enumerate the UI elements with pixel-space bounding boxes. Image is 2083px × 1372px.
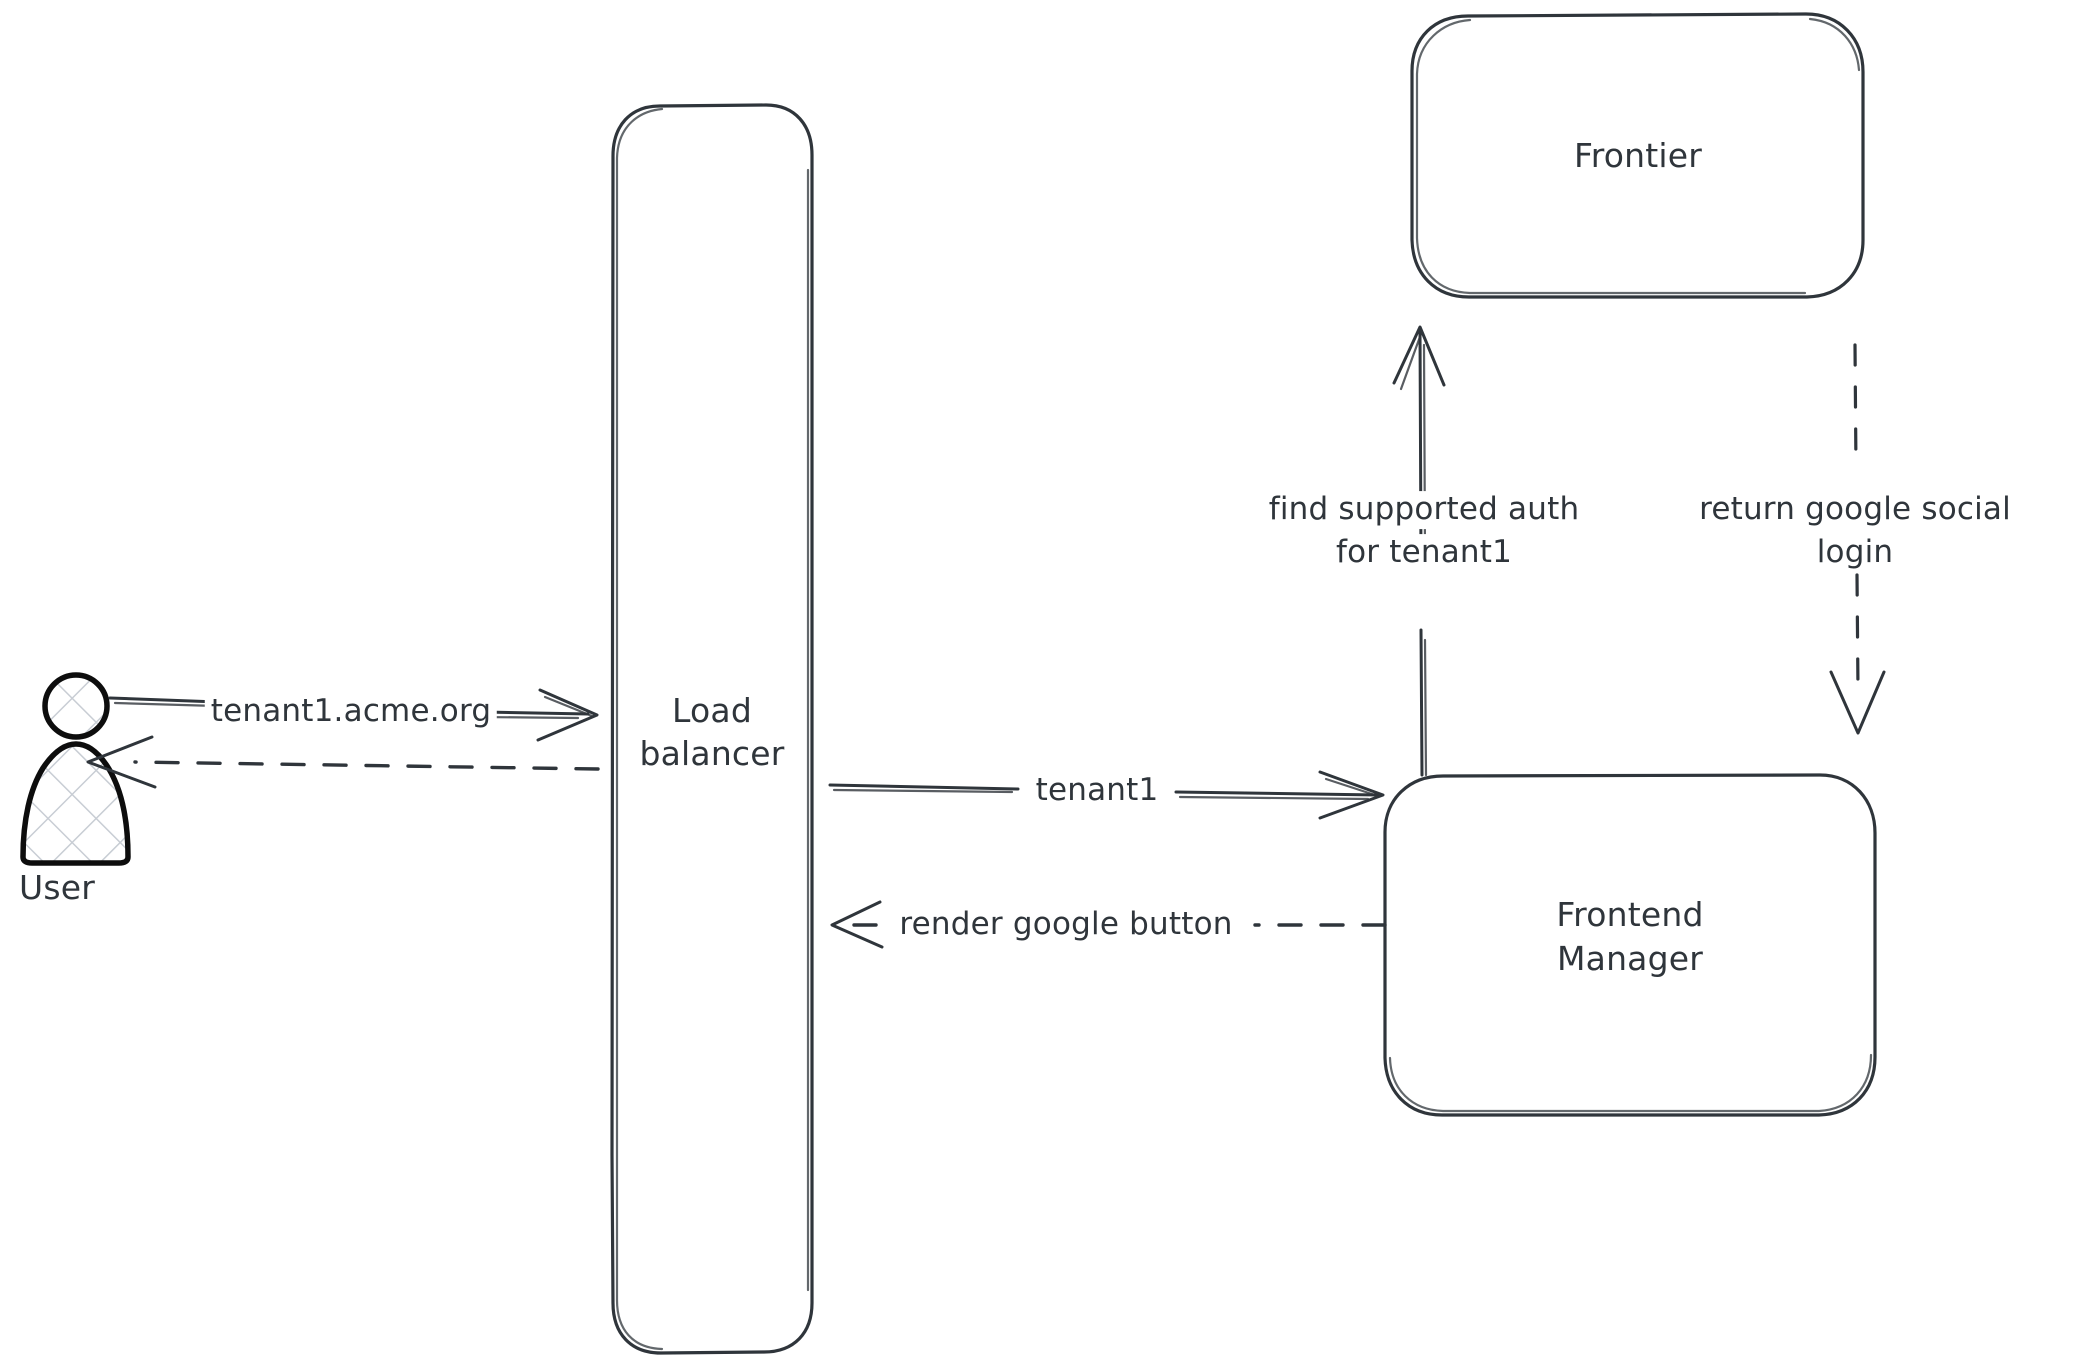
edge-load-balancer-to-frontend-manager-graphic bbox=[828, 770, 1385, 820]
edge-user-to-load-balancer-graphic bbox=[108, 688, 599, 742]
frontier-shape[interactable] bbox=[1410, 12, 1865, 299]
user-actor-graphic bbox=[20, 672, 131, 866]
load-balancer-shape[interactable] bbox=[610, 103, 814, 1355]
edge-frontend-manager-to-load-balancer-graphic bbox=[830, 900, 1387, 949]
edge-load-balancer-to-user-graphic bbox=[86, 735, 600, 789]
edge-frontend-manager-to-frontier-graphic bbox=[1392, 325, 1446, 777]
edge-frontier-to-frontend-manager-graphic bbox=[1829, 343, 1886, 735]
frontend-manager-shape[interactable] bbox=[1383, 773, 1877, 1117]
